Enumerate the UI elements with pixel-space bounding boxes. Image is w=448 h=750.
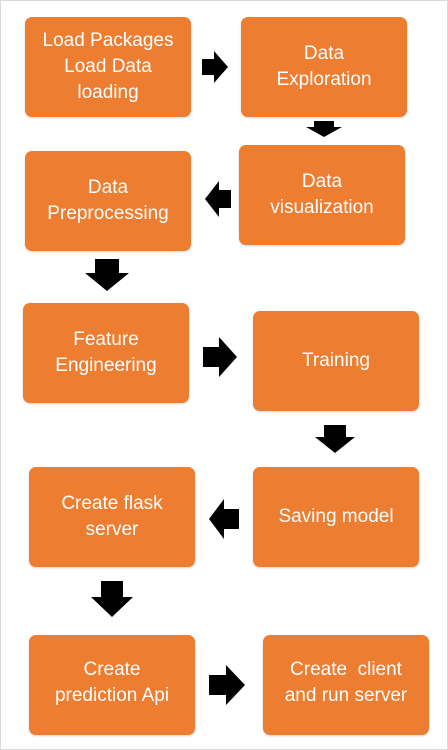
step-feature-engineering: Feature Engineering	[23, 303, 189, 403]
step-line: Data	[87, 177, 129, 198]
step-data-preprocessing: Data Preprocessing	[25, 151, 191, 251]
arrow-down-icon	[315, 425, 355, 453]
step-line: prediction Api	[54, 685, 170, 706]
step-line: Saving model	[278, 506, 394, 527]
step-line: Load Data	[64, 56, 152, 77]
step-line: Preprocessing	[47, 203, 169, 224]
arrow-down-icon	[306, 121, 342, 137]
step-create-client-run-server: Create client and run server	[263, 635, 429, 735]
arrow-right-icon	[202, 51, 228, 83]
step-line: Data	[303, 43, 345, 64]
step-line: and run server	[284, 685, 408, 706]
step-line: server	[85, 519, 139, 540]
step-line: Load Packages	[42, 30, 174, 51]
arrow-left-icon	[209, 499, 239, 539]
step-line: Engineering	[55, 355, 157, 376]
step-line: visualization	[270, 197, 374, 218]
step-line: Feature	[73, 329, 139, 350]
step-saving-model: Saving model	[253, 467, 419, 567]
arrow-down-icon	[85, 259, 129, 291]
step-data-visualization: Data visualization	[239, 145, 405, 245]
step-line: loading	[77, 82, 139, 103]
step-line: Create	[83, 659, 141, 680]
step-load-packages: Load Packages Load Data loading	[25, 17, 191, 117]
step-training: Training	[253, 311, 419, 411]
arrow-right-icon	[203, 337, 237, 377]
step-line: Training	[302, 350, 370, 371]
step-create-prediction-api: Create prediction Api	[29, 635, 195, 735]
step-data-exploration: Data Exploration	[241, 17, 407, 117]
arrow-left-icon	[205, 181, 231, 217]
arrow-down-icon	[91, 581, 133, 617]
step-create-flask-server: Create flask server	[29, 467, 195, 567]
step-line: Exploration	[276, 69, 372, 90]
step-line: Create flask	[61, 493, 163, 514]
step-line: Data	[301, 171, 343, 192]
arrow-right-icon	[209, 665, 245, 705]
step-line: Create client	[290, 659, 402, 680]
